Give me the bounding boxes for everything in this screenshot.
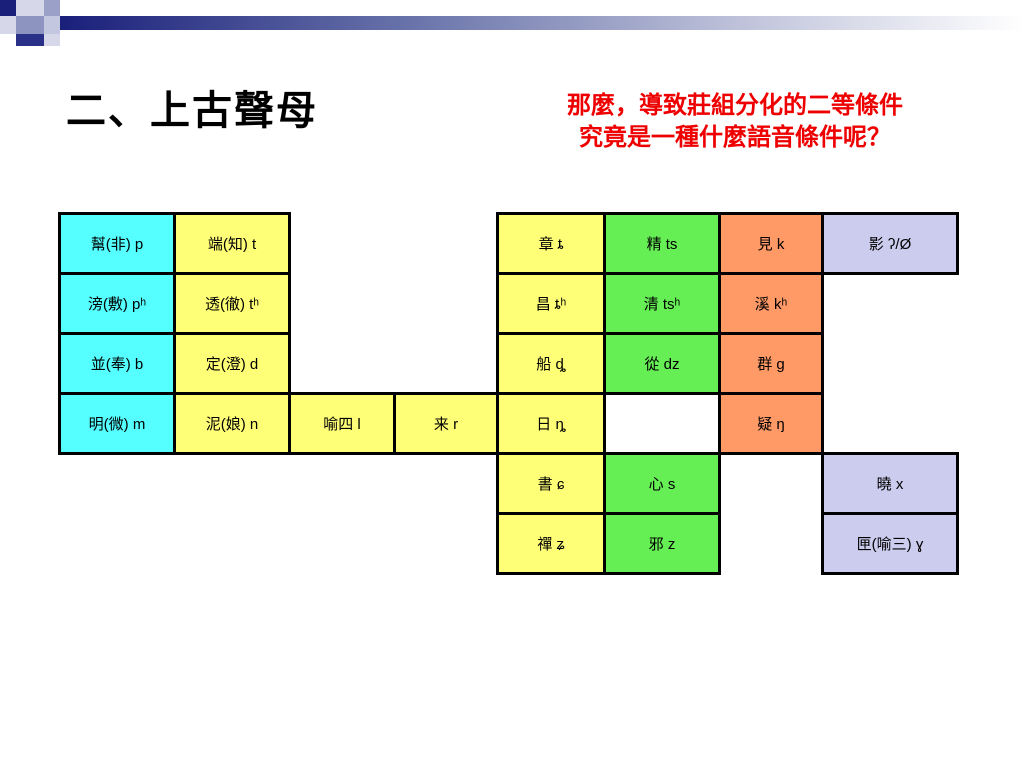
corner-square-dark <box>16 34 44 46</box>
cell-ding: 定(澄) d <box>173 332 291 395</box>
question-line-1: 那麼，導致莊組分化的二等條件 <box>567 92 903 119</box>
cell-xie: 邪 z <box>603 512 721 575</box>
cell-ying: 影 ʔ/Ø <box>821 212 959 275</box>
cell-chuan: 船 ȡ <box>496 332 606 395</box>
cell-empty <box>603 392 721 455</box>
cell-jing: 精 ts <box>603 212 721 275</box>
cell-chan: 禪 ʑ <box>496 512 606 575</box>
cell-zhang: 章 ȶ <box>496 212 606 275</box>
cell-tou: 透(徹) tʰ <box>173 272 291 335</box>
cell-cong: 從 dz <box>603 332 721 395</box>
cell-yi: 疑 ŋ <box>718 392 824 455</box>
corner-square-light <box>0 16 16 34</box>
cell-ri: 日 ȵ <box>496 392 606 455</box>
cell-ming: 明(微) m <box>58 392 176 455</box>
cell-shu: 書 ɕ <box>496 452 606 515</box>
cell-lai: 来 r <box>393 392 499 455</box>
cell-qing: 清 tsʰ <box>603 272 721 335</box>
cell-xia: 匣(喻三) ɣ <box>821 512 959 575</box>
cell-xi: 溪 kʰ <box>718 272 824 335</box>
cell-bang: 幫(非) p <box>58 212 176 275</box>
corner-square-light <box>44 34 60 46</box>
corner-square-mid <box>44 0 60 16</box>
slide-title: 二、上古聲母 <box>66 87 318 134</box>
cell-xiao: 曉 x <box>821 452 959 515</box>
question-line-2: 究竟是一種什麼語音條件呢？ <box>579 124 891 151</box>
cell-chang: 昌 ȶʰ <box>496 272 606 335</box>
corner-square-mid <box>16 16 44 34</box>
corner-square-light <box>16 0 44 16</box>
cell-jian: 見 k <box>718 212 824 275</box>
cell-ni: 泥(娘) n <box>173 392 291 455</box>
cell-qun: 群 g <box>718 332 824 395</box>
cell-pang: 滂(敷) pʰ <box>58 272 176 335</box>
corner-square-light <box>44 16 60 34</box>
title-banner-bar <box>60 16 1024 30</box>
cell-duan: 端(知) t <box>173 212 291 275</box>
cell-xin: 心 s <box>603 452 721 515</box>
cell-bing: 並(奉) b <box>58 332 176 395</box>
cell-yu-si: 喻四 l <box>288 392 396 455</box>
corner-square-dark <box>0 0 16 16</box>
red-question: 那麼，導致莊組分化的二等條件 究竟是一種什麼語音條件呢？ <box>520 90 950 154</box>
